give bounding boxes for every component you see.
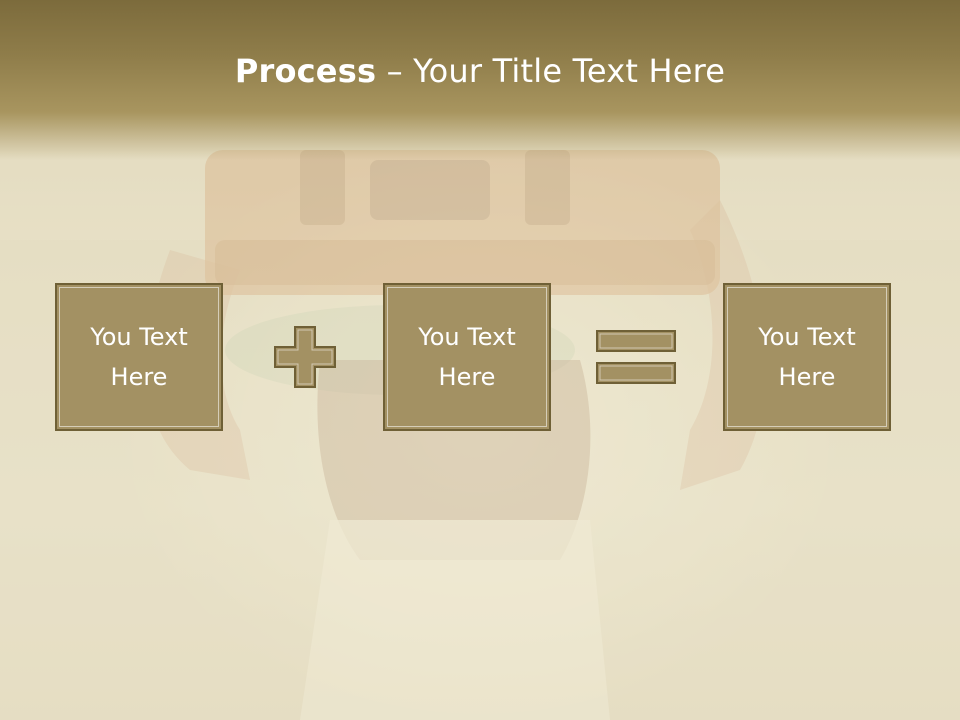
- process-box-1-text: You Text Here: [69, 317, 209, 397]
- box-3-line-1: You Text: [758, 323, 856, 351]
- title-bold: Process: [234, 52, 377, 90]
- plus-icon: [274, 326, 336, 388]
- box-3-line-2: Here: [778, 363, 836, 391]
- box-2-line-1: You Text: [418, 323, 516, 351]
- process-box-1[interactable]: You Text Here: [55, 283, 223, 431]
- process-box-3-text: You Text Here: [737, 317, 877, 397]
- box-2-line-2: Here: [438, 363, 496, 391]
- equals-icon: [596, 330, 676, 384]
- process-box-2[interactable]: You Text Here: [383, 283, 551, 431]
- box-1-line-2: Here: [110, 363, 168, 391]
- process-box-3[interactable]: You Text Here: [723, 283, 891, 431]
- slide-title: Process – Your Title Text Here: [0, 52, 960, 90]
- title-band: [0, 0, 960, 160]
- process-box-2-text: You Text Here: [397, 317, 537, 397]
- title-rest: – Your Title Text Here: [376, 52, 726, 90]
- box-1-line-1: You Text: [90, 323, 188, 351]
